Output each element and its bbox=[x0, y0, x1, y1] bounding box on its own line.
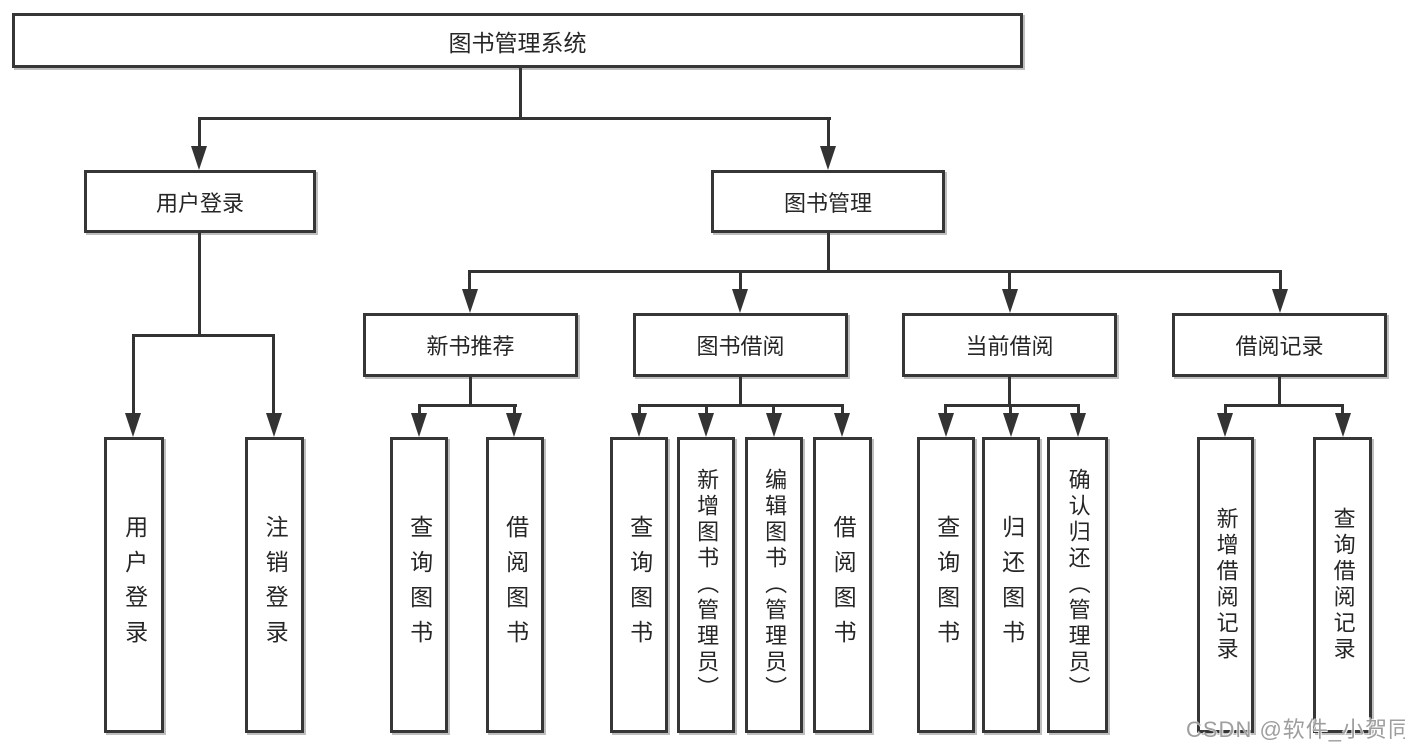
connector-line bbox=[638, 404, 641, 416]
leaf-query-borrow-record-label: 查询借阅记录 bbox=[1330, 507, 1356, 663]
node-user-login-label: 用户登录 bbox=[155, 190, 244, 216]
arrowhead-icon bbox=[1335, 413, 1351, 437]
connector-line bbox=[418, 404, 421, 416]
node-current-borrow: 当前借阅 bbox=[902, 313, 1117, 377]
leaf-add-borrow-record-label: 新增借阅记录 bbox=[1213, 507, 1239, 663]
leaf-confirm-return-admin-label: 确认归还（管理员） bbox=[1065, 468, 1091, 702]
connector-line bbox=[198, 233, 201, 337]
node-book-management-label: 图书管理 bbox=[783, 190, 872, 216]
connector-line bbox=[944, 404, 947, 416]
leaf-user-login-label: 用户登录 bbox=[121, 515, 148, 655]
leaf-return-books: 归还图书 bbox=[982, 437, 1040, 733]
leaf-confirm-return-admin: 确认归还（管理员） bbox=[1047, 437, 1108, 733]
connector-line bbox=[198, 117, 201, 150]
leaf-add-books-admin: 新增图书（管理员） bbox=[677, 437, 735, 733]
leaf-query-books-borrow-label: 查询图书 bbox=[626, 515, 653, 655]
leaf-return-books-label: 归还图书 bbox=[998, 515, 1025, 655]
leaf-logout: 注销登录 bbox=[245, 437, 304, 733]
leaf-user-login: 用户登录 bbox=[104, 437, 164, 733]
connector-line bbox=[469, 377, 472, 406]
connector-line bbox=[772, 404, 775, 416]
leaf-borrow-books: 借阅图书 bbox=[813, 437, 872, 733]
arrowhead-icon bbox=[191, 146, 207, 170]
leaf-query-books-recommend-label: 查询图书 bbox=[406, 515, 433, 655]
node-current-borrow-label: 当前借阅 bbox=[965, 334, 1054, 359]
connector-line bbox=[827, 233, 830, 273]
arrowhead-icon bbox=[462, 289, 478, 313]
leaf-borrow-books-label: 借阅图书 bbox=[830, 515, 857, 655]
node-new-book-recommend-label: 新书推荐 bbox=[426, 334, 515, 359]
leaf-add-borrow-record: 新增借阅记录 bbox=[1197, 437, 1254, 733]
arrowhead-icon bbox=[506, 413, 522, 437]
connector-line bbox=[1341, 404, 1344, 416]
connector-line bbox=[198, 117, 831, 120]
connector-line bbox=[132, 334, 275, 337]
arrowhead-icon bbox=[411, 413, 427, 437]
arrowhead-icon bbox=[1217, 413, 1233, 437]
connector-line bbox=[1077, 404, 1080, 416]
leaf-query-books-current: 查询图书 bbox=[917, 437, 975, 733]
connector-line bbox=[1279, 270, 1282, 290]
leaf-add-books-admin-label: 新增图书（管理员） bbox=[694, 468, 720, 702]
leaf-edit-books-admin-label: 编辑图书（管理员） bbox=[762, 468, 788, 702]
arrowhead-icon bbox=[1002, 289, 1018, 313]
node-book-borrow: 图书借阅 bbox=[633, 313, 848, 377]
node-book-management: 图书管理 bbox=[711, 170, 945, 233]
connector-line bbox=[468, 270, 1282, 273]
leaf-query-books-recommend: 查询图书 bbox=[390, 437, 448, 733]
connector-line bbox=[1008, 270, 1011, 290]
leaf-borrow-books-recommend: 借阅图书 bbox=[486, 437, 544, 733]
leaf-query-books-current-label: 查询图书 bbox=[933, 515, 960, 655]
arrowhead-icon bbox=[766, 413, 782, 437]
connector-line bbox=[705, 404, 708, 416]
connector-line bbox=[827, 117, 830, 150]
arrowhead-icon bbox=[125, 413, 141, 437]
node-library-system: 图书管理系统 bbox=[12, 13, 1023, 68]
connector-line bbox=[418, 404, 517, 407]
connector-line bbox=[272, 334, 275, 414]
csdn-watermark: CSDN @软件_小贺同学 bbox=[1186, 717, 1405, 742]
arrowhead-icon bbox=[834, 413, 850, 437]
connector-line bbox=[841, 404, 844, 416]
leaf-borrow-books-recommend-label: 借阅图书 bbox=[502, 515, 529, 655]
arrowhead-icon bbox=[732, 289, 748, 313]
connector-line bbox=[1278, 377, 1281, 406]
node-borrow-record-label: 借阅记录 bbox=[1235, 334, 1324, 359]
connector-line bbox=[638, 404, 844, 407]
arrowhead-icon bbox=[266, 413, 282, 437]
connector-line bbox=[513, 404, 516, 416]
leaf-logout-label: 注销登录 bbox=[262, 515, 289, 655]
connector-line bbox=[1224, 404, 1344, 407]
connector-line bbox=[1224, 404, 1227, 416]
connector-line bbox=[132, 334, 135, 414]
node-library-system-label: 图书管理系统 bbox=[448, 29, 587, 56]
connector-line bbox=[468, 270, 471, 290]
connector-line bbox=[1009, 404, 1012, 416]
connector-line bbox=[739, 377, 742, 406]
node-borrow-record: 借阅记录 bbox=[1172, 313, 1387, 377]
arrowhead-icon bbox=[631, 413, 647, 437]
node-book-borrow-label: 图书借阅 bbox=[696, 334, 785, 359]
connector-line bbox=[739, 270, 742, 290]
leaf-query-borrow-record: 查询借阅记录 bbox=[1313, 437, 1372, 733]
leaf-query-books-borrow: 查询图书 bbox=[610, 437, 668, 733]
arrowhead-icon bbox=[938, 413, 954, 437]
leaf-edit-books-admin: 编辑图书（管理员） bbox=[745, 437, 803, 733]
arrowhead-icon bbox=[1003, 413, 1019, 437]
arrowhead-icon bbox=[820, 146, 836, 170]
arrowhead-icon bbox=[1070, 413, 1086, 437]
arrowhead-icon bbox=[1272, 289, 1288, 313]
connector-line bbox=[1008, 377, 1011, 406]
arrowhead-icon bbox=[698, 413, 714, 437]
connector-line bbox=[944, 404, 1080, 407]
node-user-login: 用户登录 bbox=[84, 170, 316, 233]
connector-line bbox=[519, 68, 522, 120]
node-new-book-recommend: 新书推荐 bbox=[363, 313, 578, 377]
